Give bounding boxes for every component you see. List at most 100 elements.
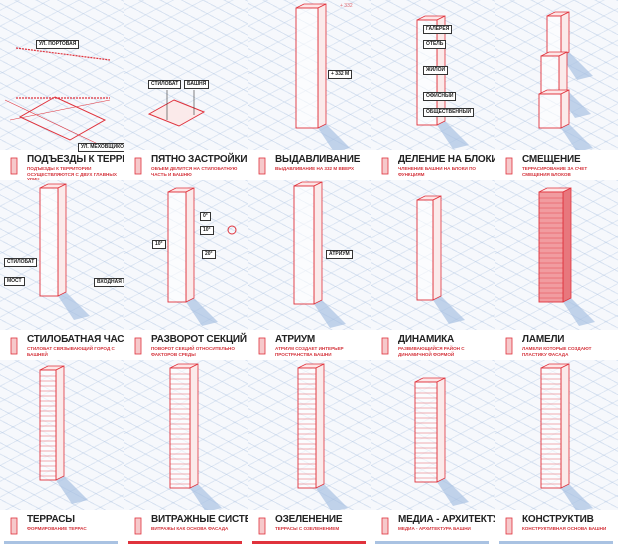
panel-12: ВИТРАЖНЫЕ СИСТЕМЫВИТРАЖЫ КАК ОСНОВА ФАСА…: [124, 360, 248, 544]
top-note: + 332: [340, 3, 353, 9]
street-line: [4, 99, 101, 146]
glazing-icon: [134, 517, 142, 535]
diagram-illustration: [416, 195, 465, 324]
panel-title: ТЕРРАСЫ: [27, 514, 75, 525]
tower-front: [538, 93, 562, 129]
tower-side: [317, 3, 327, 129]
panel-category-bar: [252, 541, 366, 544]
offset-icon: [505, 157, 513, 175]
footprint-icon: [134, 157, 142, 175]
podium-icon: [10, 337, 18, 355]
icon-shape: [505, 517, 513, 535]
diagram-illustration: [538, 187, 595, 326]
tower-front: [39, 187, 59, 297]
callout-label: АТРИУМ: [326, 250, 353, 259]
footprint: [147, 99, 206, 127]
tower-side: [562, 187, 572, 303]
tower-front: [167, 191, 187, 303]
panel-description: ТЕРРАСИРОВАНИЕ ЗА СЧЕТ СМЕЩЕНИЯ БЛОКОВ: [522, 166, 588, 177]
diagram-illustration: [293, 181, 346, 328]
panel-description: КОНСТРУКТИВНАЯ ОСНОВА БАШНИ: [522, 526, 607, 531]
callout-label: ВХОДНАЯ ГРУППА: [94, 278, 124, 287]
panel-description: МЕДИА - АРХИТЕКТУРА БАШНИ: [398, 526, 471, 531]
tower-front: [39, 369, 57, 481]
terrace-icon: [10, 517, 18, 535]
panel-description: ВЫДАВЛИВАНИЕ НА 332 М ВВЕРХ: [275, 166, 355, 171]
icon-shape: [505, 337, 513, 355]
panel-category-bar: [499, 541, 613, 544]
tower-shadow: [561, 484, 593, 510]
extrude-icon: [258, 157, 266, 175]
sun-icon: [227, 225, 237, 235]
panel-description: ТЕРРАСЫ С ОЗЕЛЕНЕНИЕМ: [275, 526, 340, 531]
panel-description: ПОДЪЕЗДЫ К ТЕРРИТОРИИ ОСУЩЕСТВЛЯЮТСЯ С Д…: [27, 166, 117, 182]
tower-shadow: [561, 52, 593, 80]
structure-icon: [505, 517, 513, 535]
icon-shape: [381, 157, 389, 175]
panel-description: ЧЛЕНЕНИЕ БАШНИ НА БЛОКИ ПО ФУНКЦИЯМ: [398, 166, 476, 177]
panel-title: ПЯТНО ЗАСТРОЙКИ: [151, 154, 248, 165]
tower-side: [189, 363, 199, 489]
panel-title: СТИЛОБАТНАЯ ЧАСТЬ: [27, 334, 124, 345]
tower-side: [432, 195, 442, 301]
tower-front: [414, 381, 438, 483]
callout-label: 10°: [200, 226, 214, 235]
tower-side: [560, 11, 570, 57]
tower-front: [546, 15, 562, 57]
diagram-illustration: [169, 363, 222, 510]
icon-shape: [134, 157, 142, 175]
icon-shape: [381, 517, 389, 535]
diagram-illustration: [147, 90, 206, 127]
callout-label: ГАЛЕРЕЯ: [423, 25, 453, 34]
street-line: [9, 99, 111, 121]
callout-label: УЛ. МЕХОВЩИКОВ: [78, 143, 124, 152]
panel-title: АТРИУМ: [275, 334, 316, 345]
panel-description: ПОВОРОТ СЕКЦИЙ ОТНОСИТЕЛЬНО ФАКТОРОВ СРЕ…: [151, 346, 235, 357]
tower-front: [538, 191, 564, 303]
panel-title: ПОДЪЕЗДЫ К ТЕРРИТОРИИ: [27, 154, 124, 165]
diagram-illustration: [39, 183, 90, 320]
diagram-illustration: [416, 15, 469, 149]
tower-shadow: [186, 298, 218, 326]
tower-shadow: [316, 484, 348, 510]
tower-side: [436, 377, 446, 483]
site-outline: [18, 96, 107, 141]
panel-description: ФОРМИРОВАНИЕ ТЕРРАС: [27, 526, 87, 531]
panel-category-bar: [375, 541, 489, 544]
panel-description: СТИЛОБАТ СВЯЗЫВАЮЩИЙ ГОРОД С БАШНЕЙ: [27, 346, 115, 357]
panel-title: ДИНАМИКА: [398, 334, 454, 345]
blocks-icon: [381, 157, 389, 175]
tower-shadow: [433, 296, 465, 324]
icon-shape: [134, 517, 142, 535]
panel-title: ОЗЕЛЕНЕНИЕ: [275, 514, 343, 525]
panel-title: МЕДИА - АРХИТЕКТУРА: [398, 514, 495, 525]
tower-shadow: [190, 484, 222, 510]
icon-shape: [258, 157, 266, 175]
callout-label: ОФИСНЫЙ: [423, 92, 457, 101]
tower-front: [540, 367, 562, 489]
diagram-illustration: [414, 377, 469, 506]
icon-shape: [258, 337, 266, 355]
tower-side: [560, 89, 570, 129]
icon-shape: [10, 157, 18, 175]
tower-front: [416, 199, 434, 301]
panel-description: РАЗВИВАЮЩИЙСЯ РАЙОН С ДИНАМИЧНОЙ ФОРМОЙ: [398, 346, 465, 357]
diagram-illustration: [297, 363, 348, 510]
icon-shape: [10, 337, 18, 355]
callout-label: ЖИЛОЙ: [423, 66, 449, 75]
callout-label: МОСТ: [4, 277, 25, 286]
street-line: [15, 47, 111, 61]
panel-14: МЕДИА - АРХИТЕКТУРАМЕДИА - АРХИТЕКТУРА Б…: [371, 360, 495, 544]
